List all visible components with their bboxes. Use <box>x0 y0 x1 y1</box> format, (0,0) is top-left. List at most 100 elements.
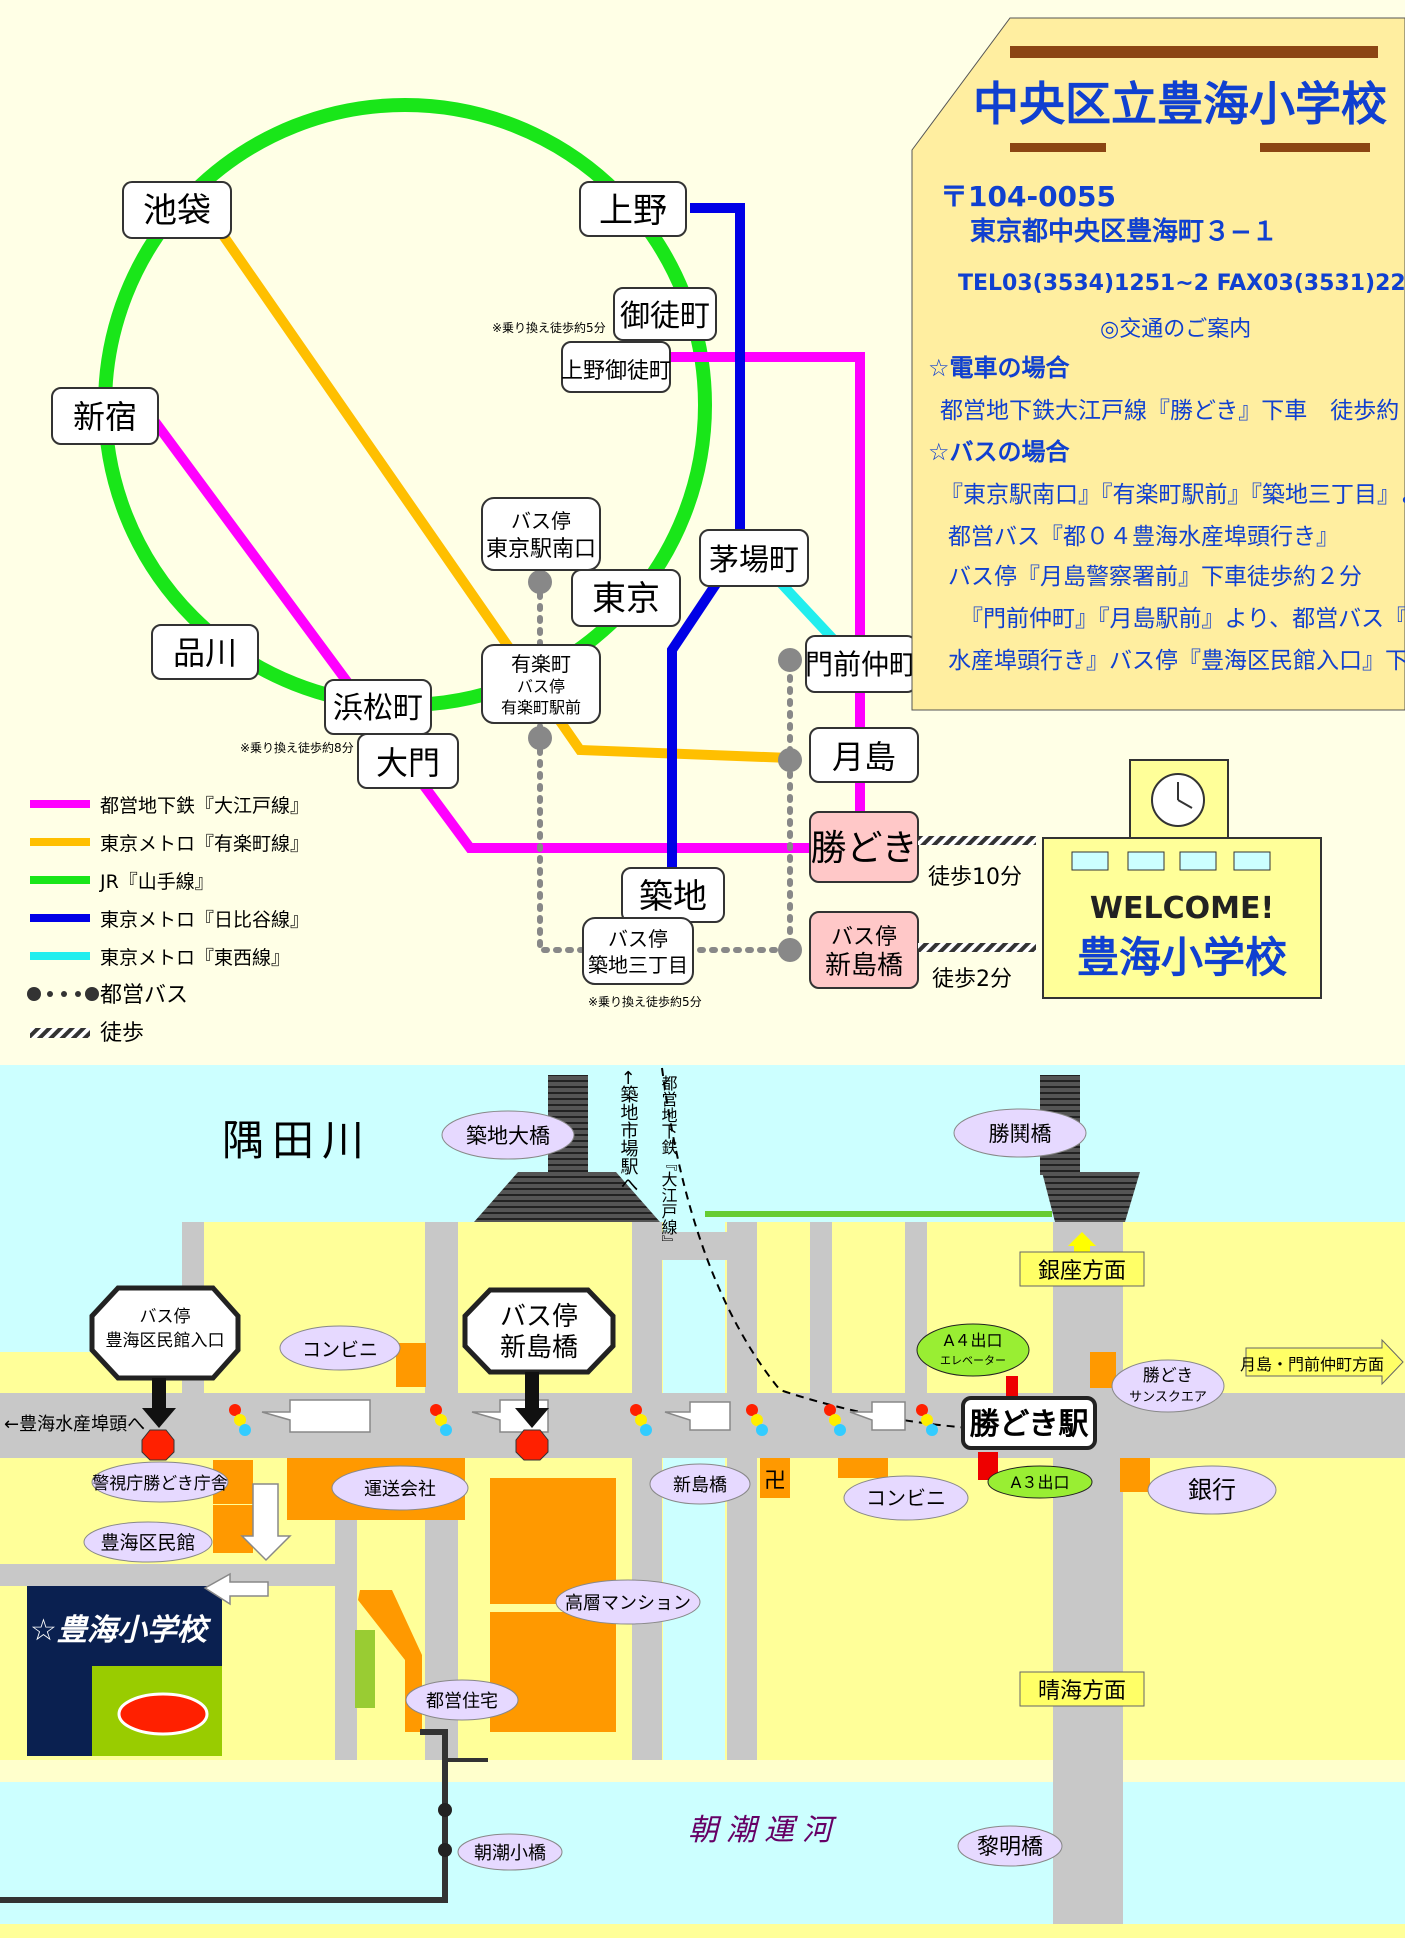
station-shinagawa-label: 品川 <box>173 634 237 672</box>
direction-sign-ginza: 銀座方面 <box>1019 1232 1145 1287</box>
traffic-signal-light <box>239 1424 251 1436</box>
kachidoki-bridge-base <box>1042 1172 1140 1222</box>
station-monzen-nakacho: 門前仲町 <box>805 635 917 693</box>
by-bus-line1: 『東京駅南口』『有楽町駅前』『築地三丁目』より、 <box>940 482 1405 508</box>
legend-swatch-2 <box>30 876 90 884</box>
station-hamamatsucho: 浜松町 <box>324 679 432 735</box>
walk-time-kachidoki: 徒歩10分 <box>928 865 1022 890</box>
transport-company-label: 運送会社 <box>364 1479 436 1500</box>
bus-stop-tokyo-south: バス停 東京駅南口 <box>481 497 601 571</box>
public-housing-building <box>358 1590 422 1732</box>
exit-a3-label: A３出口 <box>1011 1473 1070 1492</box>
legend-swatch-4 <box>30 952 90 960</box>
legend-swatch-0 <box>30 800 90 808</box>
station-monzen-nakacho-label: 門前仲町 <box>805 648 917 681</box>
school-address: 東京都中央区豊海町３−１ <box>970 216 1278 247</box>
community-hall-label: 豊海区民館 <box>100 1532 195 1554</box>
transfer-note-daimon: ※乗り換え徒歩約8分 <box>240 740 354 755</box>
walk-time-shintomi: 徒歩2分 <box>932 967 1012 992</box>
police-station-label: 警視庁勝どき庁舎 <box>92 1474 228 1494</box>
south-bank <box>0 1924 1405 1938</box>
bus-stop-tokyo-south-line1: バス停 <box>511 509 571 533</box>
bus-stop-sign-left: バス停 豊海区民館入口 <box>89 1285 241 1461</box>
school-track-icon <box>117 1692 209 1736</box>
access-guide-heading: ◎交通のご案内 <box>1100 317 1251 342</box>
route-legend: 都営地下鉄『大江戸線』東京メトロ『有楽町線』JR『山手線』東京メトロ『日比谷線』… <box>27 795 309 1046</box>
kachidoki-station-label: 勝どき駅 <box>969 1407 1088 1442</box>
reimei-bridge-label: 黎明橋 <box>977 1835 1043 1860</box>
direction-sign-tsukishima: 月島・門前仲町方面 <box>1240 1338 1404 1386</box>
transfer-note-tsukiji: ※乗り換え徒歩約5分 <box>588 994 702 1009</box>
bus-stop-sign-middle: バス停 新島橋 <box>462 1287 616 1461</box>
tsukiji-bridge-base <box>474 1172 660 1222</box>
station-ueno-okachimachi: 上野御徒町 <box>561 341 671 393</box>
station-ueno-label: 上野 <box>599 191 667 231</box>
traffic-signal-light <box>229 1404 241 1416</box>
traffic-signal-light <box>834 1424 846 1436</box>
bus-stop-tsukishima-dot <box>778 748 802 772</box>
legend-swatch-1 <box>30 838 90 846</box>
by-bus-line2: 都営バス『都０４豊海水産埠頭行き』 <box>948 524 1339 550</box>
traffic-signal-light <box>751 1414 763 1426</box>
bus-stop-shintomi-dot <box>778 938 802 962</box>
harumi-direction-label: 晴海方面 <box>1038 1679 1126 1704</box>
station-kayabacho-label: 茅場町 <box>709 543 799 578</box>
station-okachimachi-label: 御徒町 <box>620 299 710 334</box>
legend-label-3: 東京メトロ『日比谷線』 <box>100 909 309 931</box>
canal-bank <box>0 1760 1405 1782</box>
callout-labels: 築地大橋 勝鬨橋 コンビニ 警視庁勝どき庁舎 豊海区民館 運送会社 高層マンショ… <box>83 1108 1277 1871</box>
station-tsukiji-label: 築地 <box>639 877 707 917</box>
traffic-signal-light <box>926 1424 938 1436</box>
station-shinjuku-label: 新宿 <box>73 398 137 436</box>
exit-a4-marker <box>916 1323 1030 1377</box>
bus-stop-middle-line2: 新島橋 <box>500 1333 578 1363</box>
legend-swatch-6 <box>30 1028 90 1038</box>
roads <box>0 1222 1405 1924</box>
sunsquare-line1: 勝どき <box>1143 1366 1194 1386</box>
traffic-signal-light <box>234 1414 246 1426</box>
legend-swatch-3 <box>30 914 90 922</box>
traffic-signals <box>229 1404 938 1436</box>
sumida-river-label: 隅田川 <box>222 1116 372 1165</box>
bus-stop-tsukiji-line1: バス停 <box>608 927 668 951</box>
oedo-line-street-label: 都営地下鉄『大江戸線』 <box>659 1075 678 1251</box>
station-kayabacho: 茅場町 <box>699 529 809 587</box>
exit-a3-marker <box>987 1465 1093 1499</box>
bus-stop-tokyo-south-line2: 東京駅南口 <box>486 537 596 562</box>
station-tsukiji: 築地 <box>621 867 725 923</box>
traffic-signal-light <box>829 1414 841 1426</box>
bus-stop-monzen-dot <box>778 648 802 672</box>
toyomi-direction-label: ←豊海水産埠頭へ <box>4 1414 145 1435</box>
traffic-signal-light <box>640 1424 652 1436</box>
bank-label: 銀行 <box>1188 1476 1236 1504</box>
bus-stop-tsukiji-line2: 築地三丁目 <box>588 953 688 977</box>
station-shinagawa: 品川 <box>151 624 259 680</box>
station-daimon: 大門 <box>357 733 459 789</box>
station-yurakucho-line3: 有楽町駅前 <box>501 698 581 717</box>
asashio-canal-label: 朝潮運河 <box>688 1813 840 1848</box>
traffic-signal-light <box>824 1404 836 1416</box>
traffic-signal-light <box>630 1404 642 1416</box>
exit-a4-line1: A４出口 <box>944 1331 1003 1350</box>
direction-sign-harumi: 晴海方面 <box>1019 1671 1145 1707</box>
green-patch <box>355 1630 375 1708</box>
bus-stop-tokyo-dot <box>528 570 552 594</box>
asashio-bridge-label: 朝潮小橋 <box>474 1843 546 1864</box>
traffic-signal-light <box>430 1404 442 1416</box>
highrise-label: 高層マンション <box>565 1593 691 1614</box>
bus-stop-shintomi-bridge: バス停 新島橋 <box>809 911 919 989</box>
traffic-signal-light <box>756 1424 768 1436</box>
konbini-2-label: コンビニ <box>866 1486 946 1510</box>
station-ueno-okachimachi-label: 上野御徒町 <box>561 359 671 384</box>
traffic-signal-light <box>635 1414 647 1426</box>
station-okachimachi: 御徒町 <box>613 287 717 341</box>
station-ueno: 上野 <box>579 181 687 237</box>
legend-swatch-5 <box>27 987 99 1001</box>
sunsquare-line2: サンスクエア <box>1129 1390 1207 1405</box>
bus-stop-shintomi-line1: バス停 <box>831 925 897 950</box>
school-tel-fax: TEL03(3534)1251~2 FAX03(3531)2265 <box>958 271 1405 296</box>
bus-stop-yurakucho-dot <box>528 726 552 750</box>
bus-stop-left-line1: バス停 <box>140 1307 191 1327</box>
station-ikebukuro: 池袋 <box>122 181 232 239</box>
